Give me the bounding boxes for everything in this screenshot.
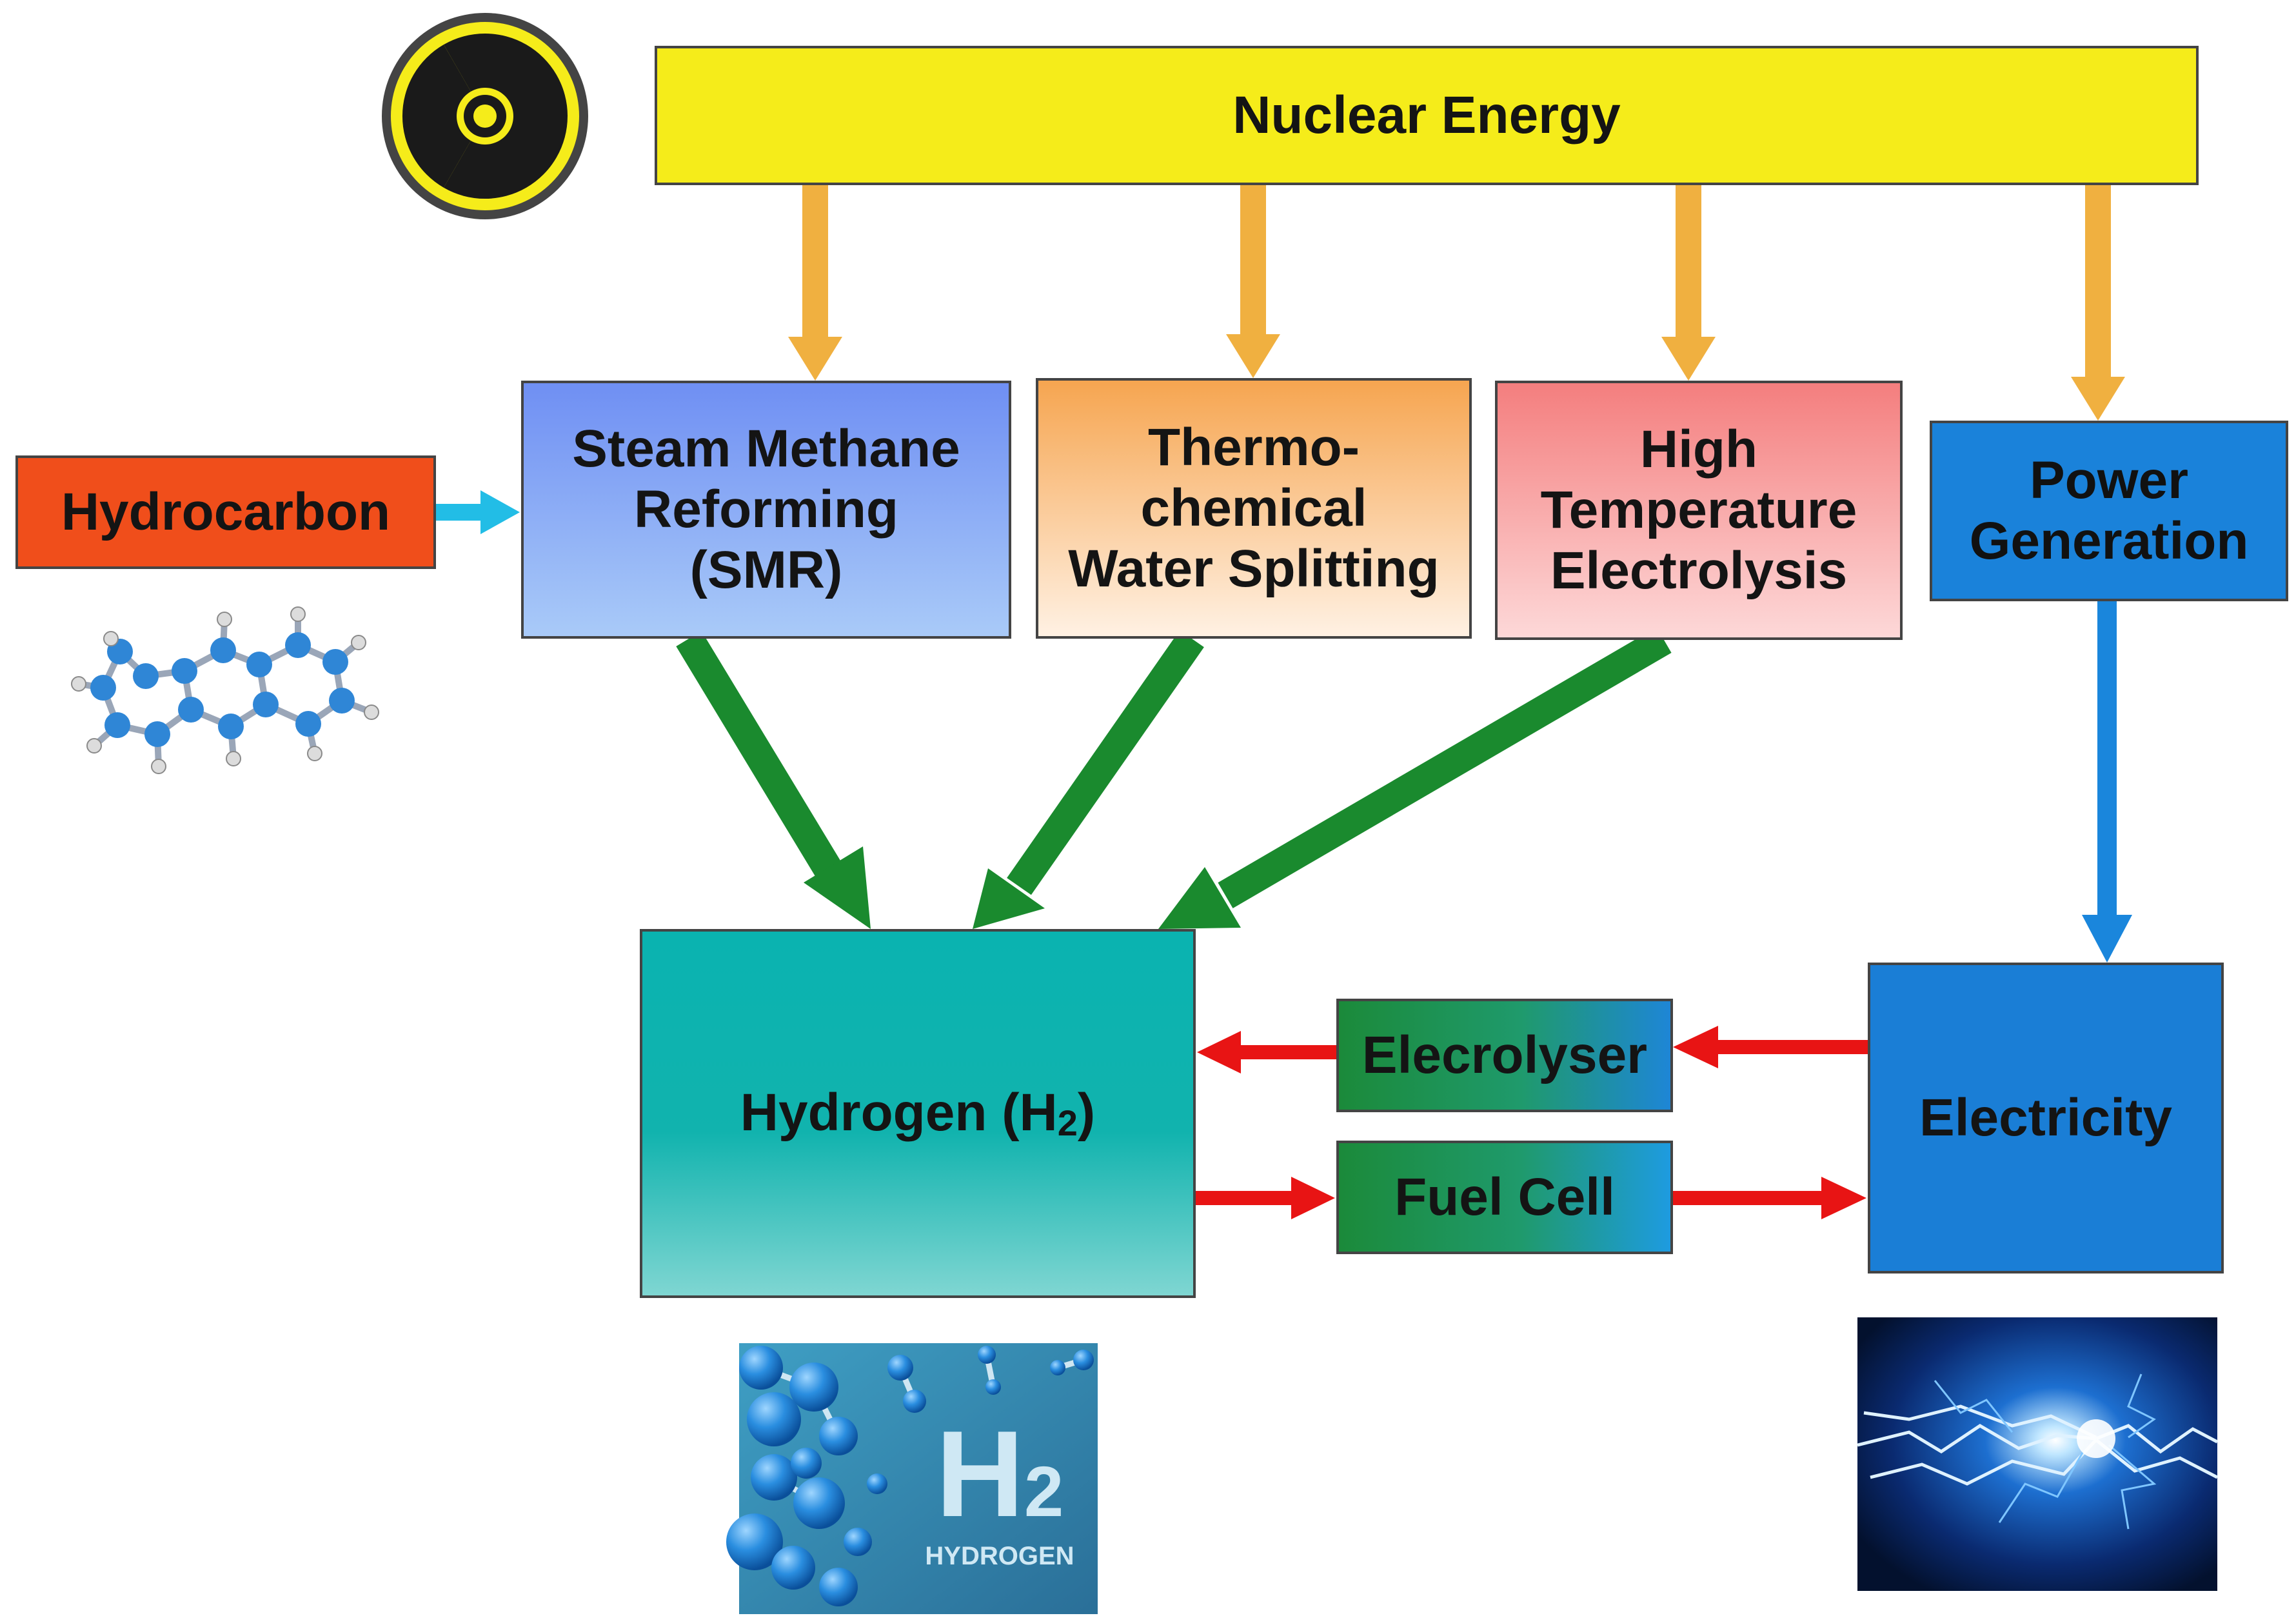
power-arrow [2082,601,2132,963]
hydrogen-label-close: ) [1077,1083,1096,1143]
electrolyser-label: Elecrolyser [1361,1025,1648,1084]
thermo-label-line1: Thermo- [1148,417,1360,477]
thermochemical-box: Thermo- chemical Water Splitting [1036,378,1472,639]
hydrogen-label-subscript: 2 [1057,1103,1078,1144]
hydrocarbon-box: Hydrocarbon [15,455,436,569]
hydrocarbon-label: Hydrocarbon [61,482,391,541]
h2-image-caption: HYDROGEN [925,1542,1074,1570]
high-temperature-electrolysis-box: High Temperature Electrolysis [1495,381,1903,640]
hydrogen-box: Hydrogen (H2) [640,929,1196,1298]
hydrogen-label: Hydrogen (H2) [740,1083,1095,1144]
h2-image-symbol-sub: 2 [1024,1452,1064,1532]
red-arrows [1196,1026,1868,1219]
hydrogen-label-text: Hydrogen (H [740,1083,1058,1143]
hte-label-line1: High [1639,419,1758,479]
power-label-line1: Power [2029,450,2189,510]
hydrocarbon-arrow [436,490,520,534]
power-generation-box: Power Generation [1930,421,2288,601]
h2-image-text: H2 HYDROGEN [916,1413,1084,1571]
hydrogen-molecule-image [726,1343,1098,1614]
radiation-icon [382,13,588,219]
smr-label-line2: Reforming [634,479,898,539]
smr-label-line3: (SMR) [689,541,843,600]
fuel-cell-box: Fuel Cell [1336,1141,1673,1254]
smr-box: Steam Methane Reforming (SMR) [521,381,1011,639]
hte-label-line2: Temperature [1540,480,1857,539]
electricity-box: Electricity [1868,963,2224,1273]
hte-label-line3: Electrolysis [1550,541,1848,601]
h2-image-symbol-letter: H [935,1406,1025,1543]
green-arrows [676,627,1672,929]
power-label-line2: Generation [1969,512,2249,570]
thermo-label-line2: chemical [1140,478,1367,537]
fuel-cell-label: Fuel Cell [1394,1167,1615,1226]
nuclear-energy-label: Nuclear Energy [1232,85,1621,145]
electricity-label: Electricity [1919,1088,2172,1147]
thermo-label-line3: Water Splitting [1068,539,1440,599]
electric-spark-image [1857,1317,2219,1591]
nuclear-arrows [788,185,2125,421]
smr-label-line1: Steam Methane [572,419,960,478]
h2-image-symbol: H2 [916,1413,1084,1535]
hydrocarbon-molecule-icon [71,606,379,774]
nuclear-energy-box: Nuclear Energy [655,46,2199,185]
electrolyser-box: Elecrolyser [1336,999,1673,1112]
